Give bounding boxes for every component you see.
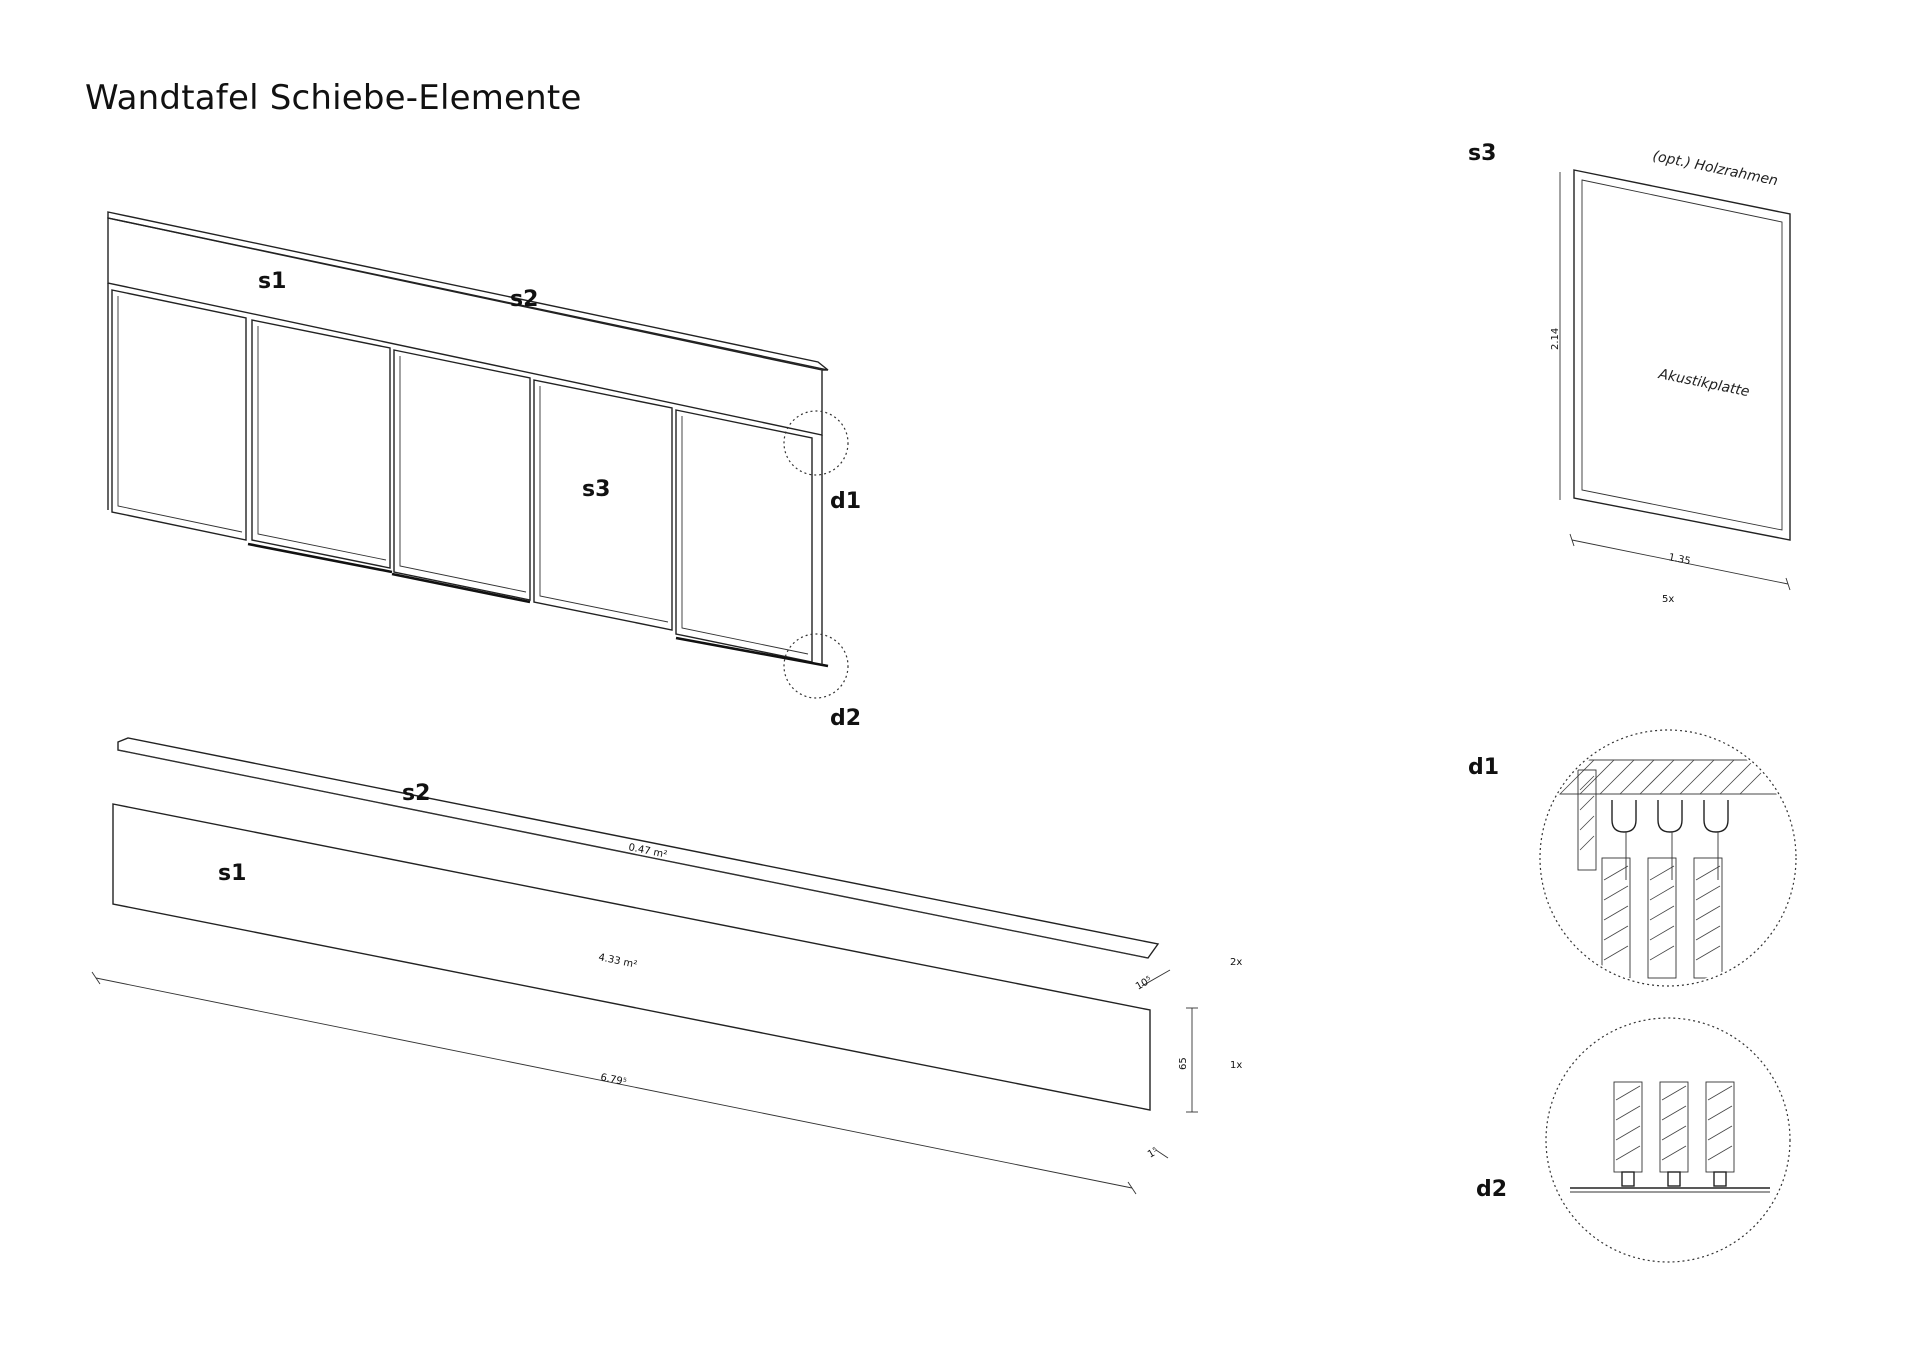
s3-width-label: 1.35	[1667, 552, 1691, 567]
s1-count-label: 1x	[1230, 1060, 1242, 1071]
detail-d2: d2	[1476, 1017, 1791, 1263]
iso-panel-5	[675, 409, 813, 663]
iso-label-d1: d1	[830, 489, 861, 514]
iso-panel-4	[533, 379, 673, 631]
side-label-s3: s3	[1468, 141, 1496, 166]
iso-detail-circle-d1	[783, 410, 849, 476]
iso-label-s2: s2	[510, 287, 538, 312]
exploded-s2-strip	[117, 737, 1160, 959]
d1-detail-circle	[1539, 729, 1797, 987]
s3-inner-panel	[1581, 179, 1783, 531]
side-label-d1: d1	[1468, 755, 1499, 780]
exploded-parts: s2 s1 0.47 m² 4.33 m² 6.79⁵ 65 1⁵ 10⁵ 2x…	[91, 737, 1242, 1195]
iso-label-d2: d2	[830, 706, 861, 731]
length-dimension-line	[95, 977, 1133, 1189]
d2-detail-circle	[1545, 1017, 1791, 1263]
iso-label-s3: s3	[582, 477, 610, 502]
s1-thickness-label: 1⁵	[1146, 1146, 1160, 1161]
frame-note: (opt.) Holzrahmen	[1651, 148, 1779, 189]
s2-depth-label: 10⁵	[1134, 975, 1154, 993]
iso-header-board	[107, 217, 823, 436]
s1-area-label: 4.33 m²	[597, 952, 638, 971]
panel-note: Akustikplatte	[1656, 366, 1751, 400]
iso-panel-3	[393, 349, 531, 601]
wall-assembly-isometric: s1 s2 s3 d1 d2	[107, 211, 861, 731]
exploded-label-s1: s1	[218, 861, 246, 886]
s3-outer-frame	[1573, 169, 1791, 541]
s1-height-label: 65	[1178, 1057, 1189, 1070]
s3-panel-elevation: s3 (opt.) Holzrahmen Akustikplatte 2.14 …	[1468, 141, 1791, 605]
iso-panel-2	[251, 319, 391, 569]
exploded-s1-board	[112, 803, 1151, 1111]
iso-cap-board	[107, 211, 829, 371]
s3-height-label: 2.14	[1550, 328, 1561, 350]
s3-count-label: 5x	[1662, 594, 1674, 605]
s1-length-label: 6.79⁵	[599, 1072, 627, 1088]
exploded-label-s2: s2	[402, 781, 430, 806]
side-label-d2: d2	[1476, 1177, 1507, 1202]
iso-panel-1	[111, 289, 247, 541]
s2-count-label: 2x	[1230, 957, 1242, 968]
s3-width-dimension-line	[1571, 539, 1789, 585]
detail-d1: d1	[1468, 729, 1797, 987]
iso-detail-circle-d2	[783, 633, 849, 699]
iso-label-s1: s1	[258, 269, 286, 294]
page-title: Wandtafel Schiebe-Elemente	[85, 78, 582, 118]
